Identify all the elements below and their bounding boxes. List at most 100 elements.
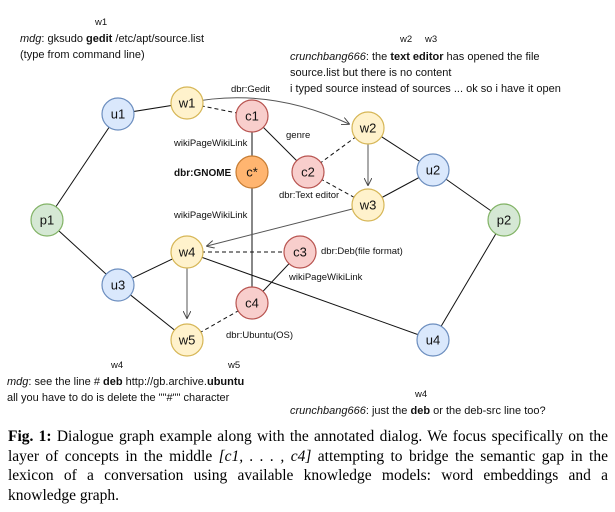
node-circle [351, 188, 385, 222]
node-label: u4 [426, 333, 440, 348]
edge-p2-u4 [432, 219, 505, 341]
node-w1: w1 [170, 86, 204, 120]
keyword: deb [103, 376, 123, 388]
edge-w3-to-w4 [207, 204, 369, 246]
word-marker-w4: w4 [111, 360, 124, 371]
node-circle [351, 111, 385, 145]
edge-label-wiki3: wikiPageWikiLink [288, 272, 363, 283]
node-label: u2 [426, 163, 440, 178]
node-label: u3 [111, 278, 125, 293]
node-label: p2 [497, 213, 511, 228]
node-circle [283, 235, 317, 269]
utterance-text: http://gb.archive. [122, 376, 207, 388]
utterance-text: : just the [365, 405, 411, 417]
node-label: c* [246, 165, 258, 180]
figure-caption: Fig. 1: Dialogue graph example along wit… [8, 427, 608, 505]
edge-label-wiki2: wikiPageWikiLink [173, 210, 248, 221]
node-w4: w4 [170, 235, 204, 269]
keyword: deb [410, 405, 431, 417]
node-label: w5 [178, 333, 196, 348]
arrow-edges [186, 97, 369, 318]
node-c1: c1 [235, 99, 269, 133]
node-circle [487, 203, 521, 237]
edge-p1-u1 [46, 113, 119, 221]
node-c4: c4 [235, 286, 269, 320]
caption-text: Dialogue graph example along with the an… [8, 428, 609, 465]
node-label: w4 [178, 245, 196, 260]
caption-math: [c1, . . . , c4] [218, 447, 312, 465]
node-circle [170, 235, 204, 269]
edge-label-wiki1: wikiPageWikiLink [173, 138, 248, 149]
utterance-text: or the deb-src line too? [430, 405, 546, 417]
speaker-name: mdg [20, 33, 42, 45]
node-circle [291, 155, 325, 189]
node-c3: c3 [283, 235, 317, 269]
keyword: gedit [86, 33, 113, 45]
speaker-name: crunchbang666 [290, 405, 366, 417]
word-marker-w2: w2 [400, 34, 413, 45]
node-label: w2 [359, 121, 377, 136]
node-circle [170, 323, 204, 357]
keyword: text editor [390, 51, 444, 63]
node-p1: p1 [30, 203, 64, 237]
word-marker-w3: w3 [425, 34, 438, 45]
node-label: p1 [40, 213, 54, 228]
utterance-4: crunchbang666: just the deb or the deb-s… [290, 405, 546, 418]
utterance-text: : gksudo [41, 33, 87, 45]
utterance-text: : the [365, 51, 391, 63]
utterance-2: crunchbang666: the text editor has opene… [290, 51, 540, 64]
node-circle [235, 155, 269, 189]
edge-label-genre: genre [286, 130, 310, 141]
nodes: u1 u2 u3 u4 p1 p2 w1 w2 w3 w4 w5 c1 c2 c3 c4 c* [30, 86, 521, 357]
node-label: c1 [245, 109, 259, 124]
node-u2: u2 [416, 153, 450, 187]
utterance-1-line2: (type from command line) [20, 49, 145, 61]
node-w5: w5 [170, 323, 204, 357]
word-marker-w5: w5 [228, 360, 241, 371]
node-c2: c2 [291, 155, 325, 189]
edge-label-ubuntu: dbr:Ubuntu(OS) [226, 330, 293, 341]
node-label: w1 [178, 96, 196, 111]
edge-w1-to-w2 [186, 97, 349, 124]
node-label: c2 [301, 165, 315, 180]
edge-c2-w2 [307, 127, 369, 173]
speaker-name: crunchbang666 [290, 51, 366, 63]
utterance-3: mdg: see the line # deb http://gb.archiv… [7, 376, 244, 389]
utterance-3-line2: all you have to do is delete the ""#"" c… [7, 392, 230, 404]
node-circle [416, 323, 450, 357]
edge-w4-u4 [186, 251, 434, 341]
utterance-1: mdg: gksudo gedit /etc/apt/source.list [20, 33, 204, 46]
utterance-2-line3: i typed source instead of sources ... ok… [290, 83, 561, 95]
node-u1: u1 [101, 97, 135, 131]
dialogue-graph: dbr:Gedit genre wikiPageWikiLink dbr:GNO… [30, 84, 521, 357]
node-circle [170, 86, 204, 120]
node-circle [235, 286, 269, 320]
node-circle [416, 153, 450, 187]
word-marker-w4b: w4 [415, 389, 428, 400]
utterance-text: /etc/apt/source.list [112, 33, 205, 45]
node-circle [101, 97, 135, 131]
utterance-text: : see the line # [28, 376, 104, 388]
node-u4: u4 [416, 323, 450, 357]
edge-label-texteditor: dbr:Text editor [279, 190, 339, 201]
node-circle [101, 268, 135, 302]
speaker-name: mdg [7, 376, 29, 388]
node-label: c3 [293, 245, 307, 260]
edge-label-gedit: dbr:Gedit [231, 84, 270, 95]
caption-text: attempting to bridge the semantic gap in… [8, 447, 608, 504]
solid-edges [46, 102, 505, 341]
node-w3: w3 [351, 188, 385, 222]
edge-label-deb: dbr:Deb(file format) [321, 246, 403, 257]
node-label: c4 [245, 296, 259, 311]
edge-w5-c4 [186, 302, 253, 341]
utterance-text: has opened the file [443, 51, 540, 63]
node-label: u1 [111, 107, 125, 122]
caption-label: Fig. 1: [8, 428, 52, 445]
node-label: w3 [359, 198, 377, 213]
word-marker-w1: w1 [95, 17, 108, 28]
node-circle [30, 203, 64, 237]
node-u3: u3 [101, 268, 135, 302]
node-w2: w2 [351, 111, 385, 145]
node-cstar: c* [235, 155, 269, 189]
